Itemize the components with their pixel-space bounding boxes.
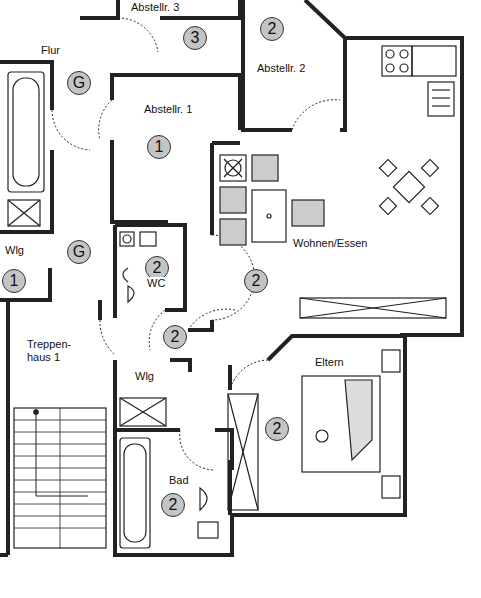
room-name: Treppen- haus 1	[26, 338, 76, 363]
room-number: 2	[252, 273, 261, 289]
room-number: G	[73, 244, 85, 260]
room-number-circle: 2	[260, 17, 284, 41]
room-number-circle: 2	[163, 325, 187, 349]
furniture	[8, 46, 456, 548]
room-number: 2	[171, 329, 180, 345]
room-name: Wlg	[4, 244, 25, 257]
room-number: 2	[153, 260, 162, 276]
room-number-circle: 1	[147, 135, 171, 159]
walls	[0, 0, 462, 555]
room-name: Abstellr. 2	[256, 62, 306, 75]
room-name: WC	[146, 277, 166, 290]
room-number: 2	[268, 21, 277, 37]
room-name: Abstellr. 3	[130, 1, 180, 14]
room-number-circle: 2	[161, 493, 185, 517]
room-name: Flur	[40, 44, 61, 57]
room-number-circle: 1	[2, 269, 26, 293]
room-name: Wohnen/Essen	[292, 237, 368, 250]
room-number: 2	[273, 421, 282, 437]
room-name: Eltern	[314, 356, 345, 369]
room-number-circle: 2	[244, 269, 268, 293]
room-name: Wlg	[134, 370, 155, 383]
room-number: 1	[155, 139, 164, 155]
room-name: Abstellr. 1	[143, 103, 193, 116]
room-name: Bad	[168, 474, 190, 487]
room-number-circle: 2	[265, 417, 289, 441]
room-number: G	[73, 75, 85, 91]
room-number-circle: G	[67, 240, 91, 264]
room-number: 3	[191, 30, 200, 46]
room-number-circle: G	[67, 71, 91, 95]
room-number: 2	[169, 497, 178, 513]
room-number-circle: 3	[183, 26, 207, 50]
room-number: 1	[10, 273, 19, 289]
